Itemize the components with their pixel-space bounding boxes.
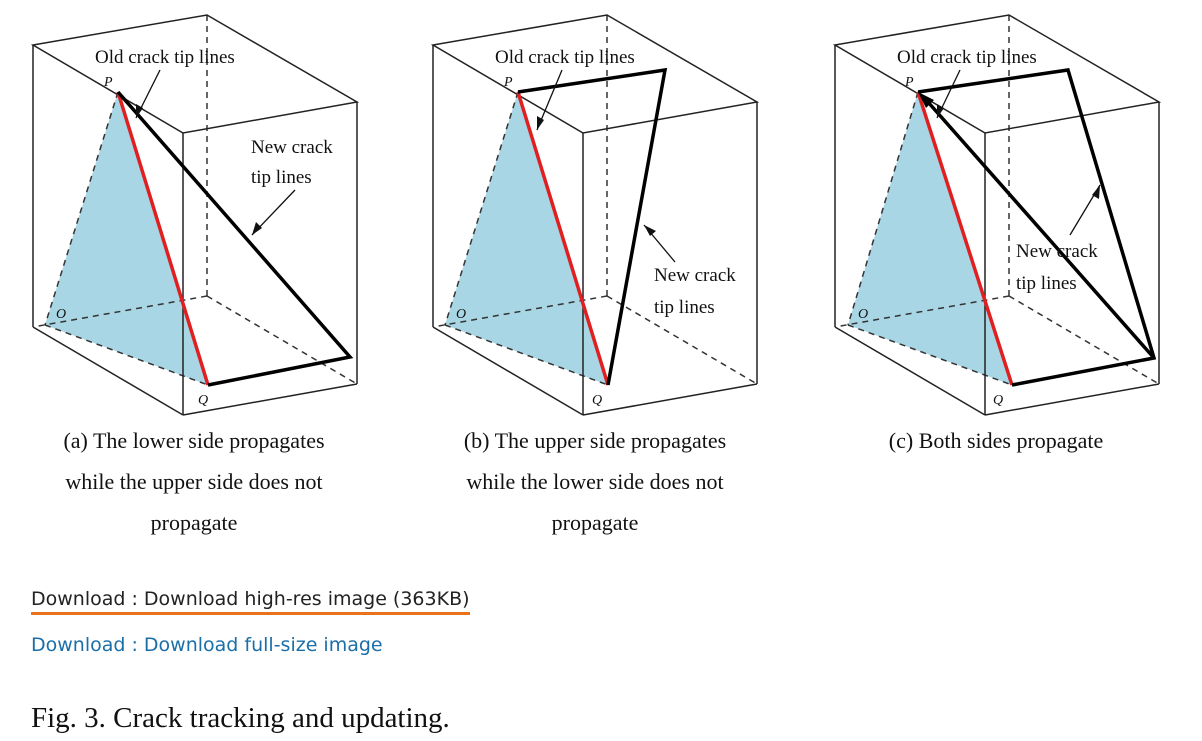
download-links: Download : Download high-res image (363K… [31,588,470,656]
point-o-label: O [858,307,868,322]
box-edges [30,14,360,416]
download-high-res-link[interactable]: Download : Download high-res image (363K… [31,588,470,615]
new-crack-label-1: New crack [251,137,333,158]
hidden-edges [432,15,758,386]
point-p-label: P [503,75,513,90]
hidden-edges [32,15,358,386]
point-o-label: O [456,307,466,322]
new-crack-label-2: tip lines [1016,273,1077,294]
new-crack-label-1: New crack [1016,241,1098,262]
download-full-size-link[interactable]: Download : Download full-size image [31,634,383,656]
crack-face [45,92,208,385]
caption-line-2: while the upper side does not [65,469,322,494]
point-q-label: Q [592,393,602,408]
panel-b: Old crack tip lines New crack tip lines … [430,14,760,535]
box-edges [430,14,760,416]
caption-line-1: (c) Both sides propagate [889,428,1103,453]
box-edges [832,14,1162,416]
figure-title: Fig. 3. Crack tracking and updating. [31,702,450,734]
panel-c: Old crack tip lines New crack tip lines … [832,14,1162,453]
new-crack-tip-line [917,68,1157,387]
panel-a: Old crack tip lines New crack tip lines … [30,14,360,535]
point-q-label: Q [198,393,208,408]
old-crack-tip-line [916,91,1014,386]
point-q-label: Q [993,393,1003,408]
caption-line-1: (a) The lower side propagates [63,428,324,453]
old-crack-label: Old crack tip lines [897,47,1037,68]
crack-face [445,92,608,385]
point-p-label: P [103,75,113,90]
new-crack-label-2: tip lines [251,167,312,188]
old-crack-label: Old crack tip lines [495,47,635,68]
caption-line-1: (b) The upper side propagates [464,428,726,453]
new-crack-tip-line [116,90,354,387]
old-crack-tip-line [116,91,210,386]
new-crack-tip-diagonal [926,100,1156,360]
caption-line-3: propagate [552,510,639,535]
point-p-label: P [904,75,914,90]
crack-figure: Old crack tip lines New crack tip lines … [30,14,1162,535]
caption-line-2: while the lower side does not [466,469,723,494]
new-crack-tip-line [517,67,668,386]
point-o-label: O [56,307,66,322]
new-crack-label-1: New crack [654,265,736,286]
old-crack-tip-line [516,91,610,386]
caption-line-3: propagate [151,510,238,535]
new-crack-label-2: tip lines [654,297,715,318]
crack-face [848,92,1012,385]
old-crack-label: Old crack tip lines [95,47,235,68]
